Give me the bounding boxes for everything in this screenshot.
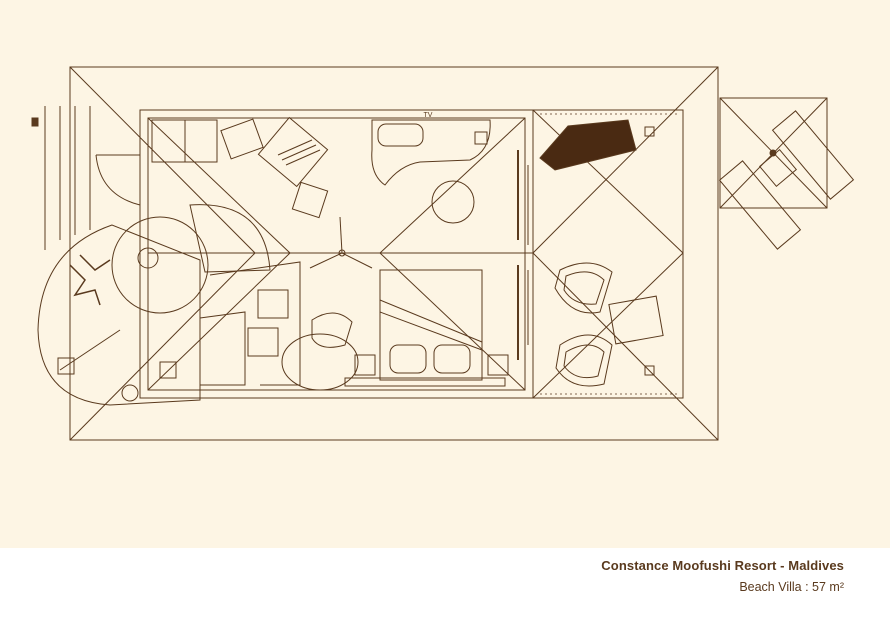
resort-name: Constance Moofushi Resort - Maldives — [601, 558, 844, 573]
terrace-chairs — [554, 262, 664, 387]
floor-plan: TV — [0, 0, 890, 548]
ceiling-fan — [309, 216, 373, 269]
ceiling-lines — [147, 117, 526, 391]
roof-outline — [69, 66, 719, 441]
floor-plan-drawing: TV — [0, 0, 890, 548]
garden-shower — [37, 224, 201, 406]
plan-background — [0, 0, 890, 548]
sliding-doors — [517, 150, 529, 360]
bed — [344, 269, 509, 387]
terrace-daybed — [539, 119, 637, 171]
inner-walls — [147, 117, 526, 391]
tv-label: TV — [424, 112, 433, 119]
living-room-furniture — [151, 116, 329, 219]
caption: Constance Moofushi Resort - Maldives Bea… — [601, 558, 844, 594]
terrace-deck — [532, 109, 684, 399]
plan-lines — [31, 66, 855, 441]
terrace-lines — [532, 109, 684, 399]
desk — [371, 119, 491, 224]
villa-size: Beach Villa : 57 m² — [739, 580, 844, 594]
beach-loungers — [718, 97, 855, 250]
entrance — [31, 106, 141, 250]
bedroom-seats — [281, 312, 359, 391]
terrace-pebbles — [540, 113, 680, 395]
